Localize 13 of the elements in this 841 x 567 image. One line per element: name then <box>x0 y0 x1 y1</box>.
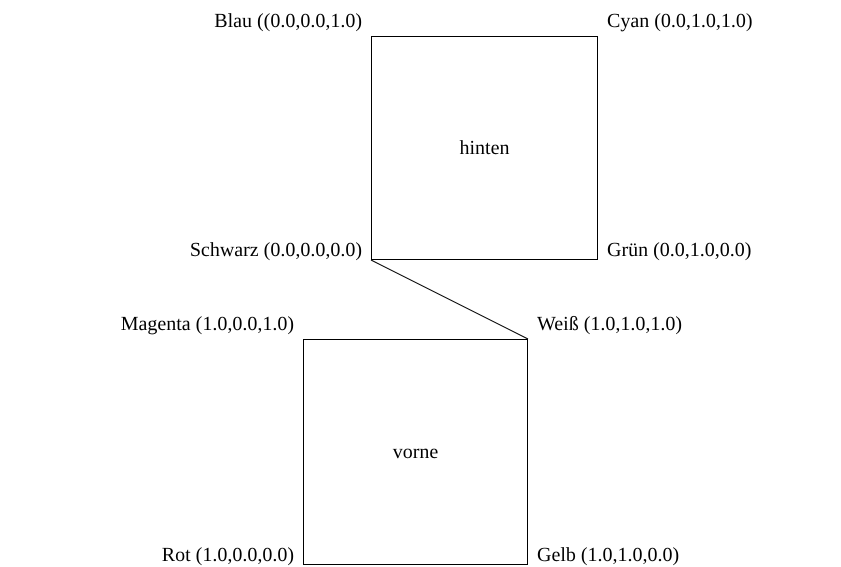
face-label: hinten <box>460 136 510 160</box>
vertex-label: Gelb (1.0,1.0,0.0) <box>537 545 680 565</box>
vertex-label: Blau ((0.0,0.0,1.0) <box>214 11 362 31</box>
vertex-label: Grün (0.0,1.0,0.0) <box>607 240 752 260</box>
vertex-label: Rot (1.0,0.0,0.0) <box>162 545 294 565</box>
vertex-label: Schwarz (0.0,0.0,0.0) <box>190 240 362 260</box>
square <box>371 36 598 260</box>
connector-line <box>370 260 528 340</box>
vertex-label: Weiß (1.0,1.0,1.0) <box>537 314 682 334</box>
vertex-label: Cyan (0.0,1.0,1.0) <box>607 11 753 31</box>
face-label: vorne <box>392 440 438 464</box>
vertex-label: Magenta (1.0,0.0,1.0) <box>120 314 294 334</box>
square <box>303 339 528 565</box>
